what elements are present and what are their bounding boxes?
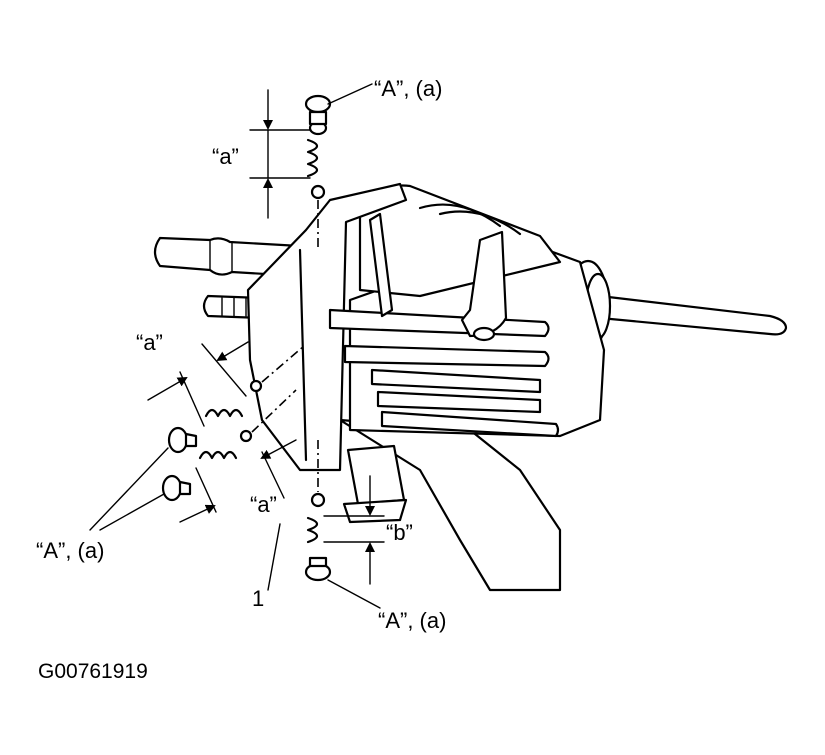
bolt-top-icon <box>304 94 332 126</box>
fork-shafts <box>328 308 560 438</box>
dimension-a-left <box>147 341 249 427</box>
bolt-left-upper-icon <box>167 426 198 454</box>
bolt-bottom-icon <box>304 556 332 582</box>
dimension-a-top <box>249 89 311 219</box>
figure-code: G00761919 <box>38 660 148 683</box>
shift-forks <box>368 212 508 342</box>
label-dim-a-left: “a” <box>136 330 163 355</box>
dimension-b <box>323 475 385 585</box>
label-bolt-top: “A”, (a) <box>374 76 442 101</box>
label-bolt-left: “A”, (a) <box>36 538 104 563</box>
adapter-plate <box>246 182 408 472</box>
label-part-1: 1 <box>252 586 264 611</box>
label-dim-b: “b” <box>386 520 413 545</box>
dimension-a-lower <box>179 439 297 523</box>
detent-block <box>342 444 408 524</box>
leader-lines <box>89 83 381 609</box>
label-dim-a-lower: “a” <box>250 492 277 517</box>
detent-bottom <box>306 440 326 544</box>
label-dim-a-top: “a” <box>212 144 239 169</box>
bolt-left-lower-icon <box>161 474 192 502</box>
detent-left-lower <box>198 389 297 460</box>
detent-left-upper <box>204 345 305 418</box>
label-bolt-bottom: “A”, (a) <box>378 608 446 633</box>
